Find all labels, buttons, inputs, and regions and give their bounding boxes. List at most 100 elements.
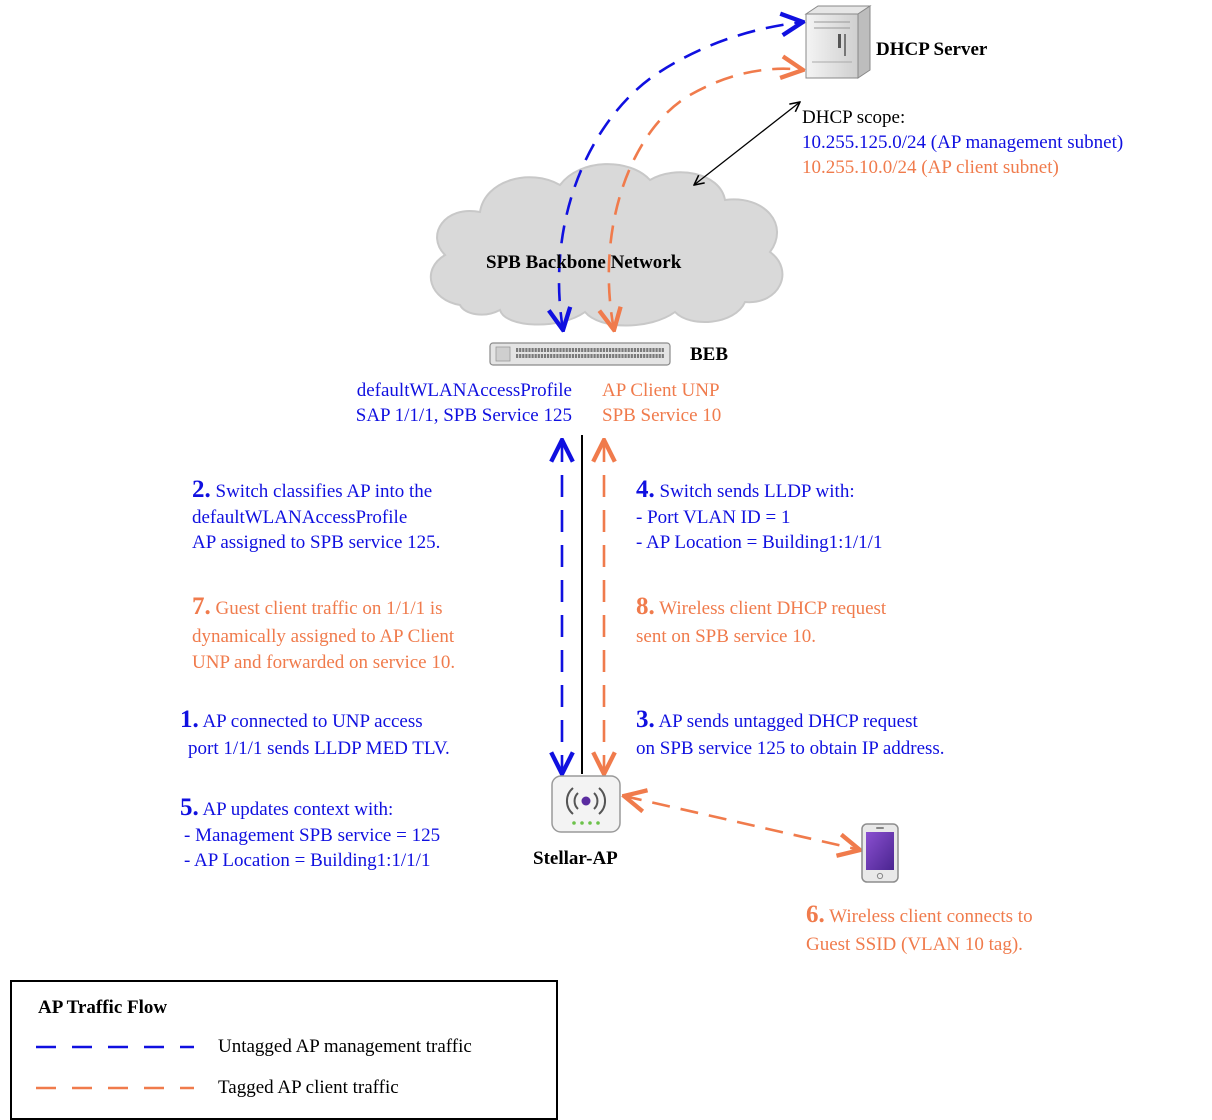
switch-port	[528, 348, 531, 352]
step-number: 4.	[636, 476, 655, 503]
switch-port	[618, 348, 621, 352]
switch-port	[547, 348, 550, 352]
server-icon	[804, 5, 872, 79]
step-7-line2: dynamically assigned to AP Client	[192, 626, 455, 647]
beb-right-line2: SPB Service 10	[602, 405, 722, 426]
switch-port	[534, 348, 537, 352]
step-number: 3.	[636, 706, 655, 733]
switch-port	[516, 348, 519, 352]
access-point-icon	[551, 775, 621, 833]
switch-port	[590, 354, 593, 358]
switch-port	[602, 348, 605, 352]
switch-port	[540, 348, 543, 352]
switch-port	[624, 354, 627, 358]
switch-port	[609, 354, 612, 358]
switch-port	[516, 354, 519, 358]
step-text: Wireless client DHCP request	[659, 598, 887, 619]
switch-icon	[489, 342, 671, 366]
ap-label: Stellar-AP	[533, 848, 618, 869]
switch-port	[605, 348, 609, 352]
step-1: 1. AP connected to UNP access	[180, 707, 423, 733]
switch-port	[534, 354, 537, 358]
switch-port	[630, 354, 633, 358]
step-3: 3. AP sends untagged DHCP request	[636, 706, 918, 733]
switch-port	[658, 354, 661, 358]
switch-port	[578, 354, 581, 358]
switch-port	[559, 348, 562, 352]
switch-port	[584, 348, 587, 352]
switch-port	[550, 348, 553, 352]
switch-port	[559, 354, 562, 358]
switch-port	[640, 348, 643, 352]
switch-port	[562, 354, 565, 358]
dhcp-server-label: DHCP Server	[876, 39, 988, 60]
legend-item-management: Untagged AP management traffic	[218, 1036, 472, 1057]
switch-port	[636, 354, 640, 358]
step-8: 8. Wireless client DHCP request	[636, 594, 887, 620]
switch-port	[652, 354, 655, 358]
switch-port	[655, 354, 658, 358]
beb-right-line1: AP Client UNP	[602, 380, 720, 401]
switch-port	[643, 354, 646, 358]
switch-port	[596, 348, 599, 352]
step-number: 2.	[192, 476, 211, 503]
switch-port	[630, 348, 633, 352]
switch-port	[531, 354, 534, 358]
step-text: Switch sends LLDP with:	[659, 481, 855, 502]
step-5: 5. AP updates context with:	[180, 794, 394, 821]
switch-port	[621, 348, 624, 352]
switch-port	[581, 354, 584, 358]
switch-port	[578, 348, 581, 352]
switch-port	[599, 354, 602, 358]
step-text: AP connected to UNP access	[202, 711, 423, 732]
step-number: 7.	[192, 593, 211, 620]
switch-port	[543, 348, 547, 352]
switch-port	[646, 348, 649, 352]
step-7: 7. Guest client traffic on 1/1/1 is	[192, 593, 443, 620]
switch-port	[556, 354, 559, 358]
switch-port	[590, 348, 593, 352]
switch-port	[596, 354, 599, 358]
step-7-line3: UNP and forwarded on service 10.	[192, 652, 456, 673]
dhcp-scope-management: 10.255.125.0/24 (AP management subnet)	[802, 132, 1124, 153]
switch-port	[649, 354, 652, 358]
switch-port	[525, 354, 528, 358]
switch-port	[519, 354, 522, 358]
switch-port	[553, 348, 556, 352]
client-flow-wireless	[624, 796, 860, 850]
switch-port	[658, 348, 661, 352]
step-2-line2: defaultWLANAccessProfile	[192, 507, 408, 528]
switch-port	[593, 354, 596, 358]
switch-port	[519, 348, 522, 352]
switch-port	[568, 354, 571, 358]
step-4-line2: - Port VLAN ID = 1	[636, 507, 791, 528]
switch-port	[550, 354, 553, 358]
switch-port	[565, 354, 568, 358]
switch-port	[640, 354, 643, 358]
switch-port	[553, 354, 556, 358]
step-text: Wireless client connects to	[829, 906, 1033, 927]
beb-label: BEB	[690, 344, 729, 365]
switch-port	[627, 354, 630, 358]
switch-port	[571, 354, 574, 358]
step-text: AP updates context with:	[202, 799, 394, 820]
switch-port	[652, 348, 655, 352]
switch-port	[543, 354, 547, 358]
step-4: 4. Switch sends LLDP with:	[636, 476, 855, 503]
switch-port	[621, 354, 624, 358]
switch-port	[556, 348, 559, 352]
switch-port	[525, 348, 528, 352]
step-5-line3: - AP Location = Building1:1/1/1	[184, 850, 431, 871]
cloud-label: SPB Backbone Network	[486, 252, 682, 273]
dhcp-scope-client: 10.255.10.0/24 (AP client subnet)	[802, 157, 1059, 178]
switch-port	[636, 348, 640, 352]
step-3-line2: on SPB service 125 to obtain IP address.	[636, 738, 945, 759]
step-number: 5.	[180, 794, 199, 821]
step-1-line2: port 1/1/1 sends LLDP MED TLV.	[188, 738, 450, 759]
switch-port	[593, 348, 596, 352]
step-2-line3: AP assigned to SPB service 125.	[192, 532, 441, 553]
switch-port	[612, 348, 615, 352]
switch-port	[537, 354, 540, 358]
switch-port	[584, 354, 587, 358]
